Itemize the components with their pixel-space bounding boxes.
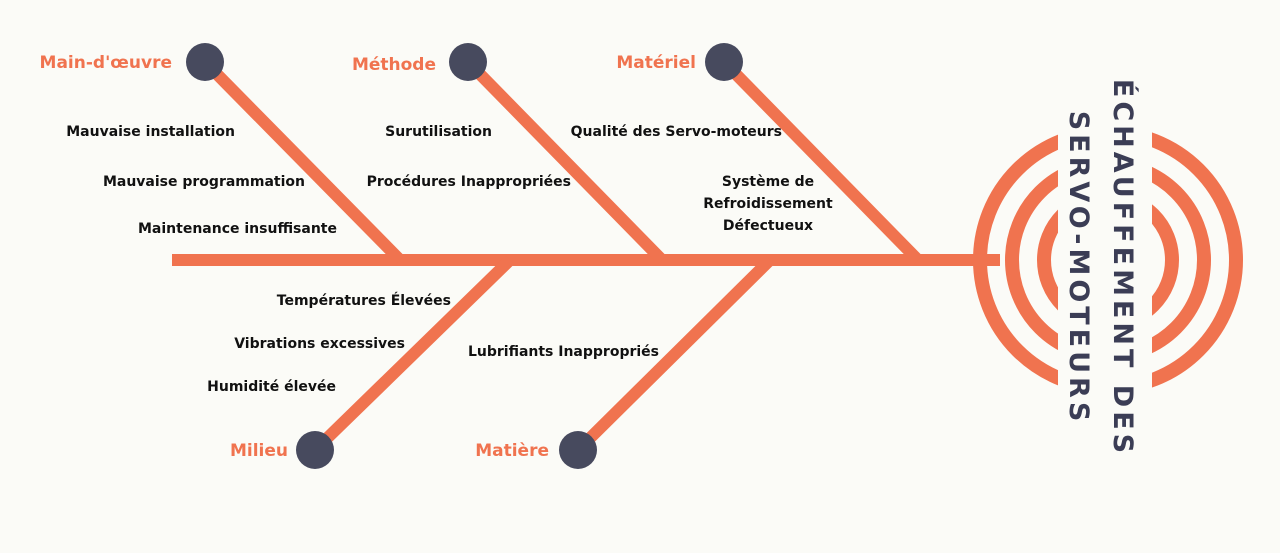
cause-surutilisation: Surutilisation bbox=[385, 124, 492, 140]
dot-matiere bbox=[559, 431, 597, 469]
dot-main-doeuvre bbox=[186, 43, 224, 81]
effect-title-line2: SERVO-MOTEURS bbox=[1063, 111, 1094, 426]
bone-main-doeuvre bbox=[200, 57, 405, 265]
category-milieu: Milieu bbox=[230, 441, 288, 461]
cause-vibrations-excessives: Vibrations excessives bbox=[234, 336, 405, 352]
cause-temperatures-elevees: Températures Élevées bbox=[277, 292, 451, 309]
category-main-doeuvre: Main-d'œuvre bbox=[40, 53, 172, 73]
category-methode: Méthode bbox=[352, 55, 436, 75]
cause-maintenance-insuffisante: Maintenance insuffisante bbox=[138, 221, 337, 237]
category-materiel: Matériel bbox=[616, 53, 696, 73]
bone-materiel bbox=[719, 57, 923, 265]
cause-procedures-inappropriees: Procédures Inappropriées bbox=[367, 174, 571, 190]
bone-methode bbox=[463, 57, 667, 265]
cause-mauvaise-programmation: Mauvaise programmation bbox=[103, 174, 305, 190]
bone-matiere bbox=[573, 255, 775, 455]
cause-mauvaise-installation: Mauvaise installation bbox=[66, 124, 235, 140]
cause-refroidissement: Refroidissement bbox=[703, 196, 833, 212]
effect-text-band bbox=[1058, 90, 1152, 435]
cause-defectueux: Défectueux bbox=[723, 218, 813, 234]
cause-lubrifiants-inappropries: Lubrifiants Inappropriés bbox=[468, 344, 659, 360]
category-matiere: Matière bbox=[475, 441, 549, 461]
cause-qualite-servo-moteurs: Qualité des Servo-moteurs bbox=[571, 124, 782, 140]
dot-milieu bbox=[296, 431, 334, 469]
cause-humidite-elevee: Humidité élevée bbox=[207, 379, 336, 395]
dot-methode bbox=[449, 43, 487, 81]
effect-title-line1: ÉCHAUFFEMENT DES bbox=[1107, 79, 1139, 457]
cause-systeme-de: Système de bbox=[722, 174, 814, 190]
dot-materiel bbox=[705, 43, 743, 81]
bone-milieu bbox=[310, 255, 515, 455]
